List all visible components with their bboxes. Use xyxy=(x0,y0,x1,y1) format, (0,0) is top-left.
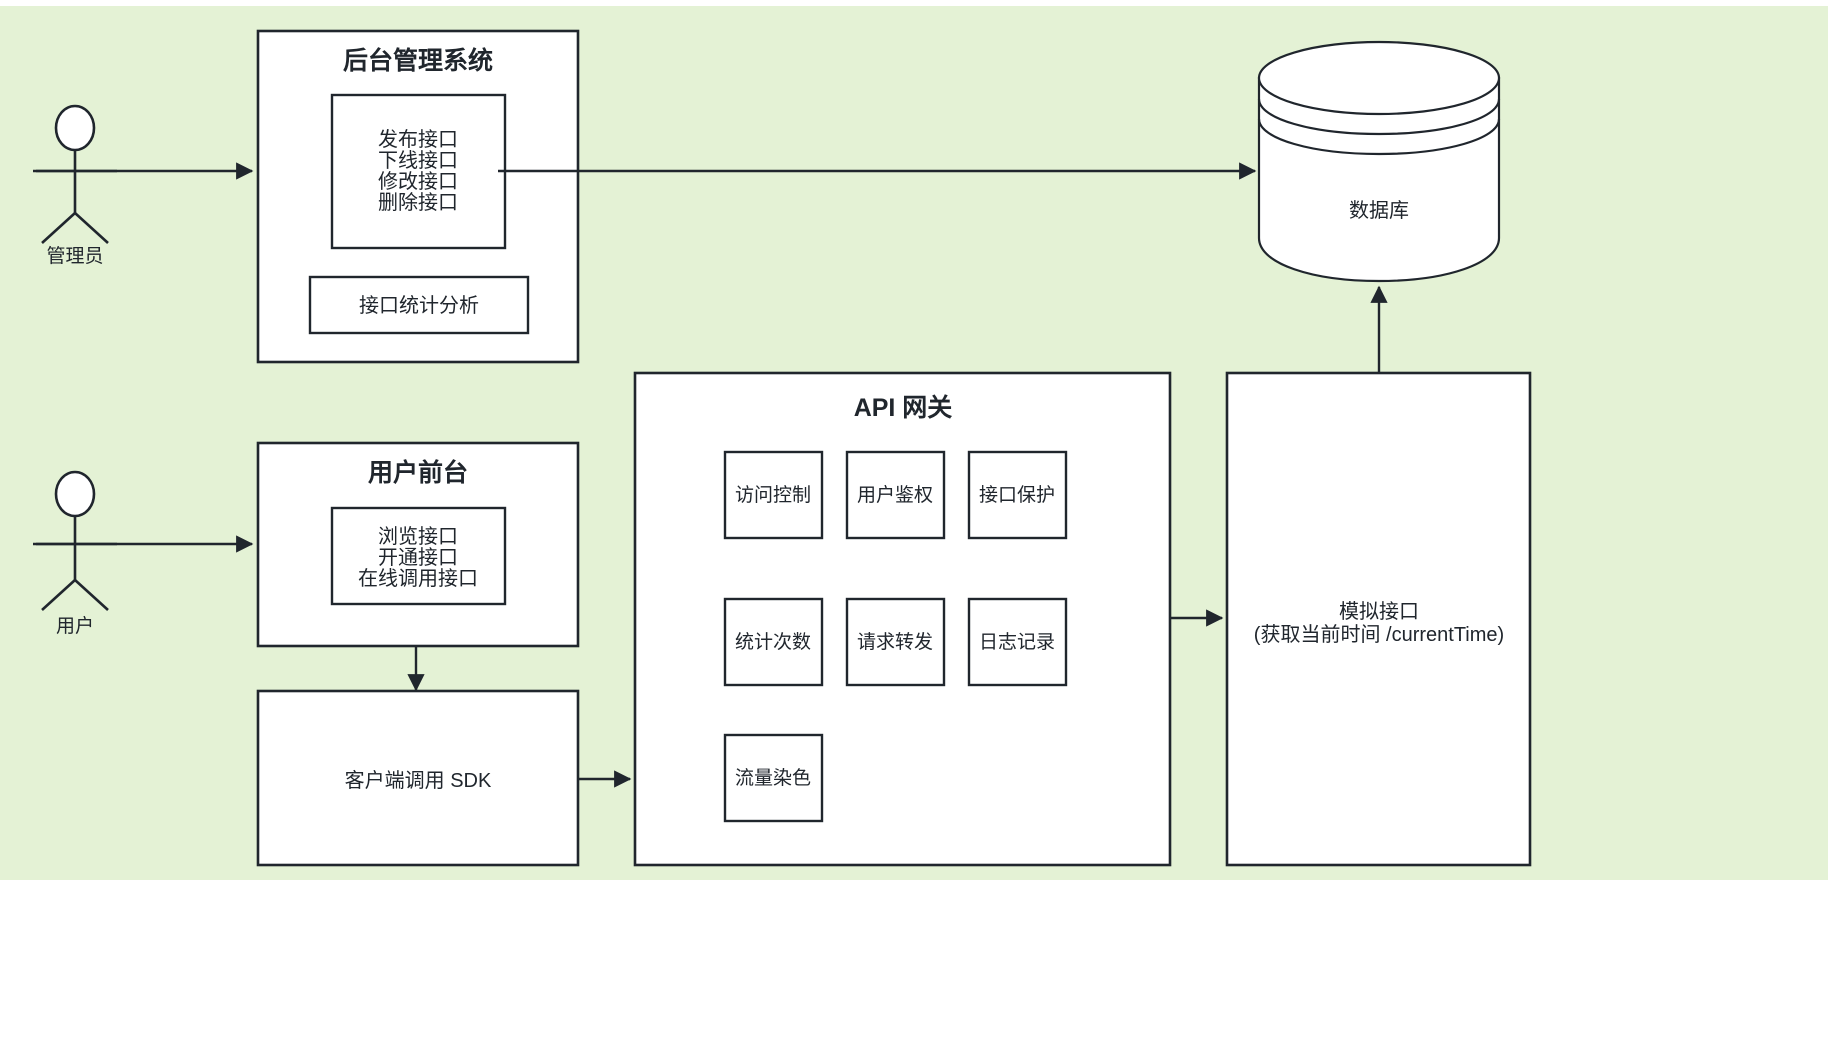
gateway-module-request-forward[interactable] xyxy=(845,597,946,687)
gateway-module-user-auth[interactable] xyxy=(845,450,946,540)
gateway-module-label: 请求转发 xyxy=(857,631,933,653)
user-operation-item: 浏览接口 xyxy=(378,525,458,548)
gateway-module-label: 流量染色 xyxy=(735,767,811,789)
database-ridge-2 xyxy=(1257,118,1501,156)
gateway-module-label: 访问控制 xyxy=(735,484,811,506)
actor-user-label: 用户 xyxy=(56,615,94,637)
user-leg-right xyxy=(74,579,109,611)
sdk-label: 客户端调用 SDK xyxy=(345,769,492,792)
gateway-module-log-record[interactable] xyxy=(967,597,1068,687)
admin-operation-item: 下线接口 xyxy=(378,149,458,172)
page-margin-top xyxy=(0,0,1828,6)
admin-analytics-label: 接口统计分析 xyxy=(359,294,479,317)
mock-service-frame xyxy=(1225,371,1532,867)
mock-service-title: 模拟接口 xyxy=(1339,600,1419,623)
gateway-module-label: 日志记录 xyxy=(979,631,1055,653)
database-top xyxy=(1257,40,1501,116)
user-operations-frame xyxy=(330,506,507,606)
page-margin-bottom xyxy=(0,880,1828,1048)
database-label: 数据库 xyxy=(1349,199,1409,222)
admin-leg-left xyxy=(41,212,76,244)
admin-system-box[interactable]: 后台管理系统 发布接口 下线接口 修改接口 删除接口 接口统计分析 xyxy=(256,29,580,364)
gateway-module-traffic-coloring[interactable] xyxy=(723,733,824,823)
user-operation-item: 开通接口 xyxy=(378,546,458,569)
admin-operation-item: 修改接口 xyxy=(378,170,458,193)
gateway-module-label: 接口保护 xyxy=(979,484,1055,506)
gateway-module-label: 用户鉴权 xyxy=(857,484,933,506)
user-portal-box[interactable]: 用户前台 浏览接口 开通接口 在线调用接口 xyxy=(256,441,580,648)
admin-system-title: 后台管理系统 xyxy=(343,46,493,75)
admin-operation-item: 发布接口 xyxy=(378,128,458,151)
admin-analytics-frame[interactable] xyxy=(308,275,530,335)
mock-service-endpoint: (获取当前时间 /currentTime) xyxy=(1254,623,1504,646)
sdk-box[interactable]: 客户端调用 SDK xyxy=(256,689,580,867)
api-gateway-title: API 网关 xyxy=(854,394,953,422)
user-leg-left xyxy=(41,579,76,611)
gateway-module-count-stats[interactable] xyxy=(723,597,824,687)
admin-operations-frame xyxy=(330,93,507,250)
actor-admin-label: 管理员 xyxy=(46,245,103,267)
database-cylinder[interactable]: 数据库 xyxy=(1257,40,1501,283)
admin-head-icon xyxy=(54,104,96,152)
admin-leg-right xyxy=(74,212,109,244)
actor-admin: 管理员 xyxy=(33,104,117,267)
user-portal-title: 用户前台 xyxy=(368,458,468,487)
mock-service-box[interactable]: 模拟接口 (获取当前时间 /currentTime) xyxy=(1225,371,1532,867)
database-ridge-1 xyxy=(1257,98,1501,136)
gateway-module-label: 统计次数 xyxy=(735,631,811,653)
gateway-module-access-control[interactable] xyxy=(723,450,824,540)
api-gateway-box[interactable]: API 网关 访问控制 用户鉴权 接口保护 统计次数 请求转发 日志记录 流量染… xyxy=(633,371,1172,867)
admin-operation-item: 删除接口 xyxy=(378,191,458,214)
user-operation-item: 在线调用接口 xyxy=(358,567,478,590)
actor-user: 用户 xyxy=(33,470,117,637)
gateway-module-api-protection[interactable] xyxy=(967,450,1068,540)
user-head-icon xyxy=(54,470,96,518)
